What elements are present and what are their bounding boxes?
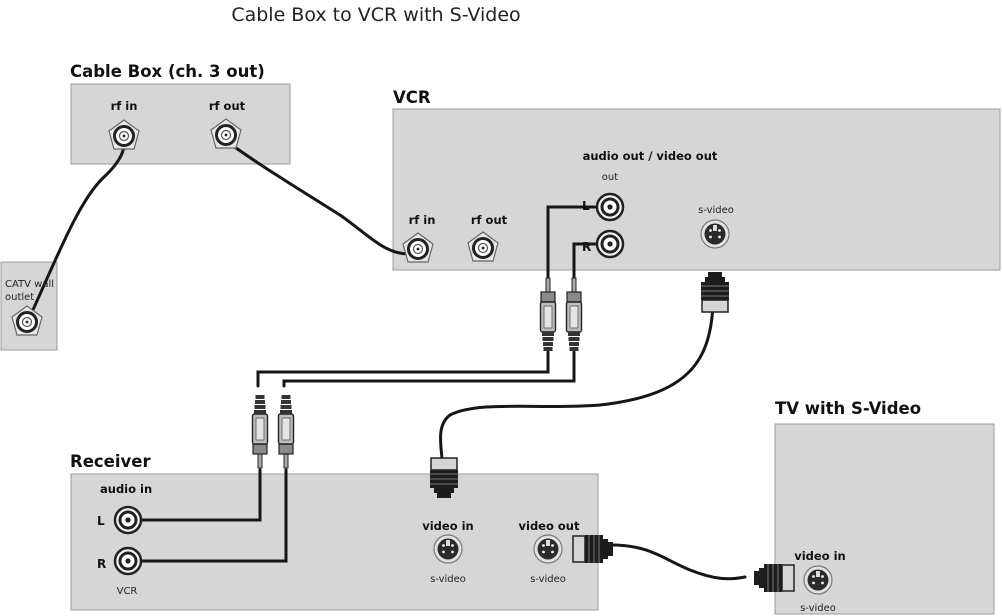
vcr-out-label: out xyxy=(602,172,618,183)
vcr-right-label: R xyxy=(582,240,591,254)
receiver-right-label: R xyxy=(97,557,106,571)
tv-video-in-label: video in xyxy=(794,549,846,563)
svideo-cable-vcr-to-receiver xyxy=(438,303,715,460)
cable-box-panel xyxy=(70,83,291,165)
receiver-svideo-in-jack-svideo-jack-icon[interactable] xyxy=(433,534,463,564)
coax-cable-cablebox-to-vcr xyxy=(230,143,413,256)
receiver-svideo-out-plug-icon[interactable] xyxy=(572,534,614,564)
vcr-svideo-jack-svideo-jack-icon[interactable] xyxy=(700,219,730,249)
tv-title: TV with S-Video xyxy=(775,399,921,418)
receiver-svideo-in-plug-icon[interactable] xyxy=(429,457,459,499)
audio-cable-run-left xyxy=(256,350,550,388)
receiver-svideo-out-jack-svideo-jack-icon[interactable] xyxy=(533,534,563,564)
vcr-audio-video-out-label: audio out / video out xyxy=(583,149,718,163)
diagram-title: Cable Box to VCR with S-Video xyxy=(231,4,520,26)
receiver-left-rca-plug-icon[interactable] xyxy=(251,394,269,469)
audio-cable-vcr-left xyxy=(546,205,597,280)
cable-box-title: Cable Box (ch. 3 out) xyxy=(70,62,265,81)
receiver-video-out-sub-label: s-video xyxy=(530,574,566,585)
receiver-audio-left-jack-rca-jack-icon[interactable] xyxy=(113,505,143,535)
audio-cable-receiver-left xyxy=(126,468,262,522)
vcr-audio-left-jack-rca-jack-icon[interactable] xyxy=(595,192,625,222)
vcr-rf-in-label: rf in xyxy=(409,213,436,227)
tv-svideo-plug-icon[interactable] xyxy=(753,563,795,593)
receiver-panel xyxy=(70,473,599,611)
vcr-title: VCR xyxy=(393,88,431,107)
receiver-video-in-label: video in xyxy=(422,519,474,533)
audio-cable-run-right xyxy=(282,350,576,388)
receiver-source-label: VCR xyxy=(117,586,138,597)
audio-cable-vcr-right xyxy=(572,242,598,280)
vcr-audio-right-jack-rca-jack-icon[interactable] xyxy=(595,229,625,259)
svideo-cable-receiver-to-tv xyxy=(610,543,747,581)
vcr-left-rca-plug-icon[interactable] xyxy=(539,277,557,352)
tv-svideo-in-jack-svideo-jack-icon[interactable] xyxy=(803,565,833,595)
receiver-left-label: L xyxy=(97,514,105,528)
receiver-video-out-label: video out xyxy=(519,519,580,533)
catv-label-line1: CATV wall xyxy=(5,279,54,290)
receiver-audio-in-label: audio in xyxy=(100,482,152,496)
vcr-svideo-plug-icon[interactable] xyxy=(700,271,730,313)
cablebox-rf-in-label: rf in xyxy=(111,99,138,113)
vcr-svideo-label: s-video xyxy=(698,205,734,216)
vcr-rf-out-label: rf out xyxy=(471,213,508,227)
receiver-video-in-sub-label: s-video xyxy=(430,574,466,585)
receiver-audio-right-jack-rca-jack-icon[interactable] xyxy=(113,546,143,576)
vcr-right-rca-plug-icon[interactable] xyxy=(565,277,583,352)
audio-cable-receiver-right xyxy=(126,468,288,563)
receiver-right-rca-plug-icon[interactable] xyxy=(277,394,295,469)
vcr-left-label: L xyxy=(582,199,590,213)
cablebox-rf-out-label: rf out xyxy=(209,99,246,113)
coax-cable-catv-to-cablebox xyxy=(30,142,126,314)
receiver-title: Receiver xyxy=(70,452,151,471)
catv-label-line2: outlet xyxy=(5,292,34,303)
tv-video-in-sub-label: s-video xyxy=(800,603,836,614)
